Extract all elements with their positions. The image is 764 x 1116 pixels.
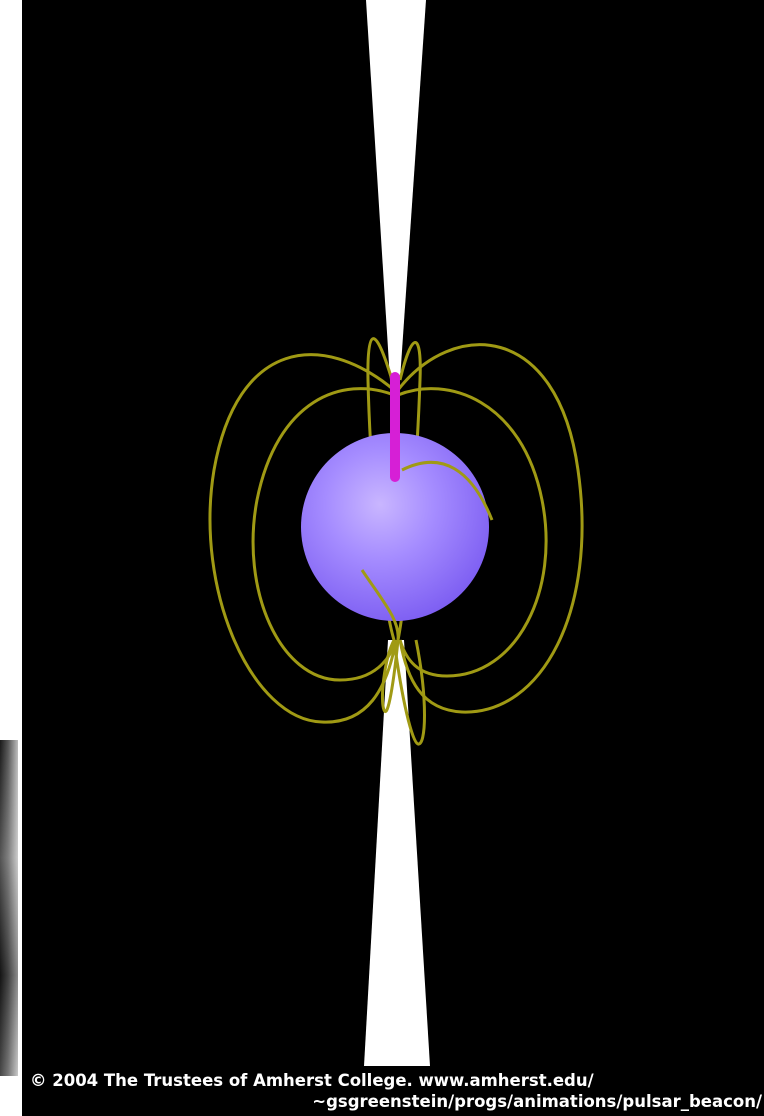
left-margin-strip	[0, 0, 24, 1116]
pulsar-animation-frame: © 2004 The Trustees of Amherst College. …	[22, 0, 764, 1116]
magnetic-axis	[390, 372, 400, 482]
adjacent-image-edge	[0, 740, 18, 1076]
caption-line-1: © 2004 The Trustees of Amherst College. …	[22, 1070, 764, 1091]
copyright-caption: © 2004 The Trustees of Amherst College. …	[22, 1070, 764, 1116]
caption-line-2: ~gsgreenstein/progs/animations/pulsar_be…	[22, 1091, 764, 1112]
lower-radiation-beam	[364, 640, 430, 1066]
pulsar-icon	[22, 0, 764, 1116]
upper-radiation-beam	[366, 0, 426, 380]
